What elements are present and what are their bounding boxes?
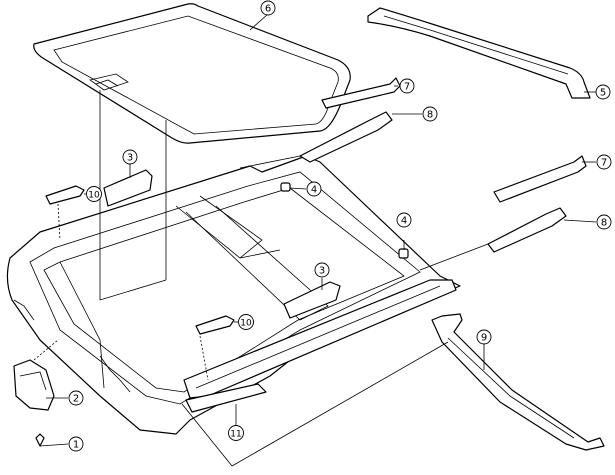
pad-upper [45, 185, 85, 205]
screw [35, 433, 45, 447]
callout-10-upper: 10 [86, 186, 102, 202]
stopper-lower [398, 248, 409, 259]
callout-2: 2 [68, 390, 84, 406]
callout-9: 9 [476, 329, 492, 345]
rear-trim-rail [367, 7, 591, 99]
callout-3-center: 3 [314, 262, 330, 278]
svg-text:10: 10 [240, 319, 252, 329]
svg-text:4: 4 [311, 185, 317, 196]
callout-6: 6 [260, 0, 276, 16]
guide-bracket-lower [493, 155, 587, 203]
svg-text:11: 11 [230, 430, 241, 440]
sunroof-frame [6, 155, 461, 435]
callout-11: 11 [228, 425, 244, 441]
callout-3-left: 3 [122, 149, 138, 165]
svg-text:7: 7 [601, 158, 607, 169]
svg-text:1: 1 [73, 440, 79, 451]
drive-cable-tube [185, 383, 267, 413]
stopper-upper [280, 182, 291, 192]
svg-text:7: 7 [404, 82, 410, 93]
svg-text:2: 2 [73, 394, 79, 405]
svg-text:9: 9 [481, 333, 487, 344]
svg-text:5: 5 [600, 88, 606, 99]
side-guide-rail [183, 279, 457, 399]
svg-text:4: 4 [401, 216, 407, 227]
callout-10-lower: 10 [238, 314, 254, 330]
svg-text:8: 8 [601, 218, 607, 229]
svg-text:8: 8 [427, 110, 433, 121]
callout-1: 1 [68, 436, 84, 452]
callout-7-upper: 7 [399, 78, 415, 94]
glass-panel [33, 3, 351, 144]
svg-text:10: 10 [88, 191, 100, 201]
callout-7-lower: 7 [596, 154, 612, 170]
svg-text:3: 3 [319, 266, 325, 277]
guide-block-left [103, 169, 153, 207]
callout-8-lower: 8 [596, 214, 612, 230]
callout-4-lower: 4 [396, 212, 412, 228]
callout-4-upper: 4 [306, 181, 322, 197]
dashed-leaders [57, 203, 209, 381]
drive-motor [13, 339, 59, 411]
slide-mechanism-lower [419, 207, 567, 271]
svg-text:3: 3 [127, 153, 133, 164]
svg-text:6: 6 [265, 4, 271, 15]
side-deflector [431, 313, 605, 451]
callout-5: 5 [595, 84, 611, 100]
pad-lower [195, 315, 235, 335]
callout-8-upper: 8 [422, 106, 438, 122]
slide-mechanism-upper [239, 111, 393, 169]
